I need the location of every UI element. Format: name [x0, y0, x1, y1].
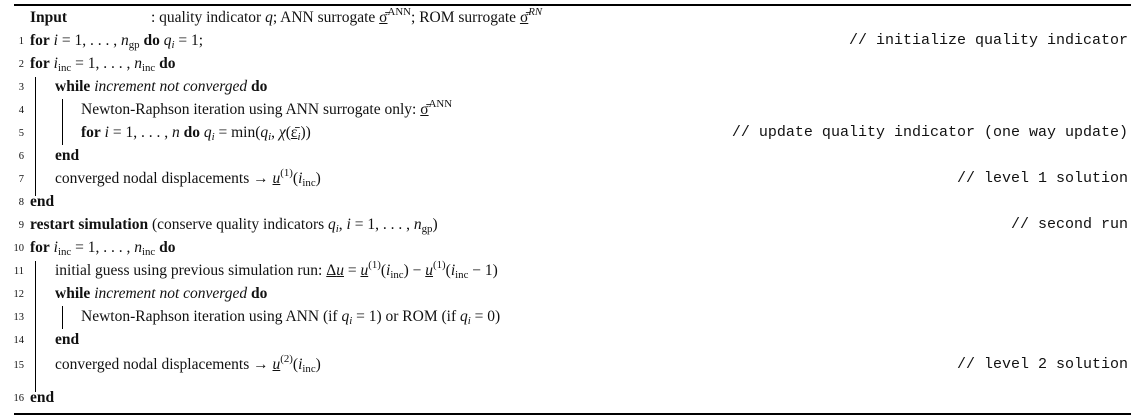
- line-text: restart simulation (conserve quality ind…: [30, 216, 438, 235]
- line-number: 14: [13, 335, 25, 346]
- rule-top: [14, 4, 1131, 6]
- input-label: Input: [30, 9, 68, 26]
- algorithm-line-10: 10 for iinc = 1, . . . , ninc do: [0, 237, 1145, 259]
- algorithm-line-1: 1 for i = 1, . . . , ngp do qi = 1; // i…: [0, 30, 1145, 52]
- input-text: : quality indicator q; ANN surrogate σ̄A…: [151, 6, 543, 26]
- line-text: converged nodal displacements → u(1)(iin…: [55, 167, 321, 189]
- block-bar-while-second: [62, 306, 63, 329]
- line-number: 2: [18, 59, 24, 70]
- algorithm-line-5: 5 for i = 1, . . . , n do qi = min(qi, χ…: [0, 122, 1145, 144]
- line-text: while increment not converged do: [55, 78, 268, 95]
- line-number: 5: [18, 128, 24, 139]
- line-text: end: [55, 331, 80, 348]
- line-text: end: [30, 389, 55, 406]
- line-number: 16: [13, 393, 25, 404]
- line-number: 3: [18, 82, 24, 93]
- algorithm-line-13: 13 Newton-Raphson iteration using ANN (i…: [0, 306, 1145, 328]
- line-number: 10: [13, 243, 25, 254]
- block-bar-for-second: [35, 261, 36, 392]
- line-number: 4: [18, 105, 24, 116]
- algorithm-line-14: 14 end: [0, 329, 1145, 351]
- input-line: Input : quality indicator q; ANN surroga…: [0, 7, 1145, 29]
- line-text: Newton-Raphson iteration using ANN (if q…: [81, 308, 501, 327]
- line-comment: // level 2 solution: [956, 356, 1128, 373]
- algorithm-line-12: 12 while increment not converged do: [0, 283, 1145, 305]
- line-number: 12: [13, 289, 25, 300]
- rule-bottom: [14, 413, 1131, 415]
- line-text: for iinc = 1, . . . , ninc do: [30, 239, 176, 258]
- algorithm-line-8: 8 end: [0, 191, 1145, 213]
- line-comment: // level 1 solution: [956, 170, 1128, 187]
- line-number: 6: [18, 151, 24, 162]
- algorithm-line-15: 15 converged nodal displacements → u(2)(…: [0, 354, 1145, 376]
- line-text: for i = 1, . . . , n do qi = min(qi, χ(ε…: [81, 124, 311, 143]
- line-text: converged nodal displacements → u(2)(iin…: [55, 353, 321, 375]
- line-text: end: [30, 193, 55, 210]
- algorithm-line-3: 3 while increment not converged do: [0, 76, 1145, 98]
- line-text: Newton-Raphson iteration using ANN surro…: [81, 98, 453, 118]
- line-text: for i = 1, . . . , ngp do qi = 1;: [30, 32, 204, 51]
- line-comment: // update quality indicator (one way upd…: [731, 124, 1128, 141]
- line-number: 8: [18, 197, 24, 208]
- line-number: 15: [13, 360, 25, 371]
- line-number: 13: [13, 312, 25, 323]
- algorithm-line-7: 7 converged nodal displacements → u(1)(i…: [0, 168, 1145, 190]
- algorithm-line-16: 16 end: [0, 387, 1145, 409]
- algorithm-line-9: 9 restart simulation (conserve quality i…: [0, 214, 1145, 236]
- line-text: while increment not converged do: [55, 285, 268, 302]
- line-text: end: [55, 147, 80, 164]
- line-comment: // initialize quality indicator: [848, 32, 1128, 49]
- algorithm-line-4: 4 Newton-Raphson iteration using ANN sur…: [0, 99, 1145, 121]
- algorithm-line-6: 6 end: [0, 145, 1145, 167]
- line-number: 9: [18, 220, 24, 231]
- line-number: 1: [18, 36, 24, 47]
- line-number: 11: [13, 266, 24, 277]
- line-text: initial guess using previous simulation …: [55, 259, 498, 281]
- line-text: for iinc = 1, . . . , ninc do: [30, 55, 176, 74]
- block-bar-for-outer: [35, 77, 36, 196]
- block-bar-while: [62, 99, 63, 145]
- line-comment: // second run: [1010, 216, 1128, 233]
- algorithm-line-2: 2 for iinc = 1, . . . , ninc do: [0, 53, 1145, 75]
- line-number: 7: [18, 174, 24, 185]
- algorithm-line-11: 11 initial guess using previous simulati…: [0, 260, 1145, 282]
